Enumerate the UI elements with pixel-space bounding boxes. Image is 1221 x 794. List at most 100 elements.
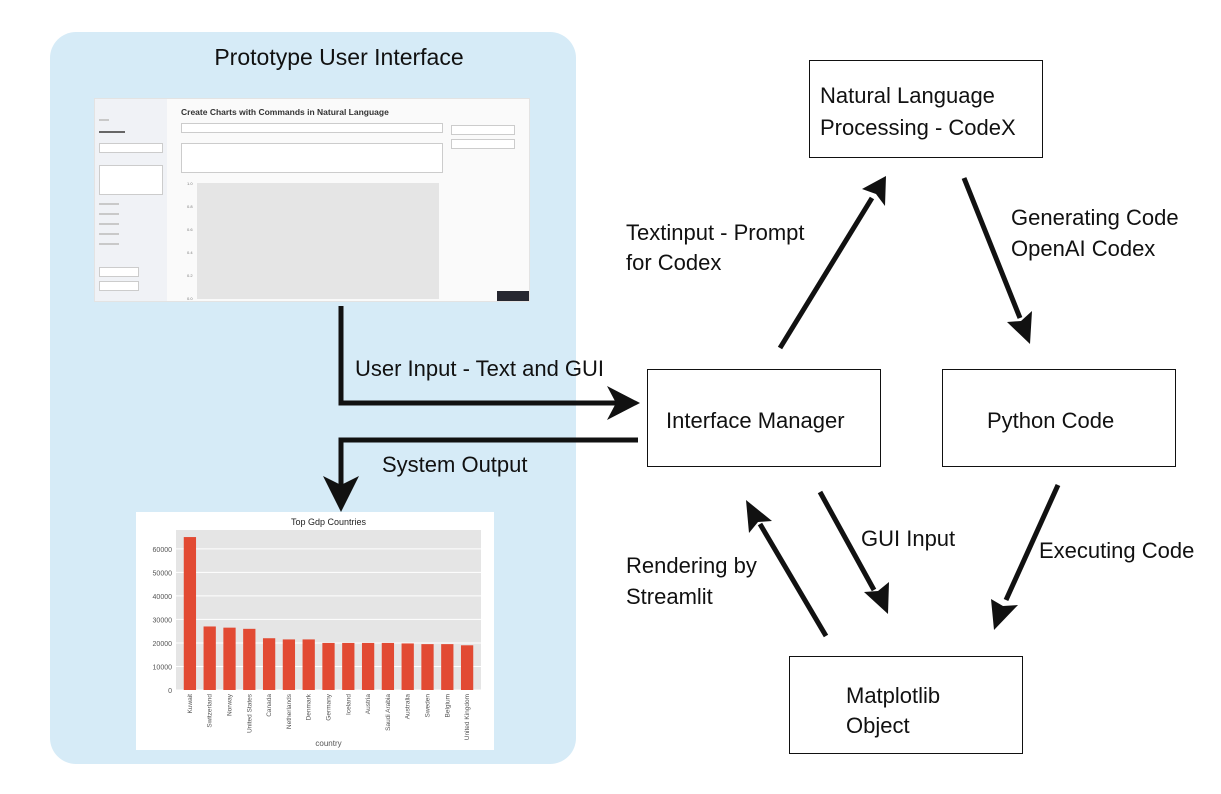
chart-ytick-label: 0	[168, 688, 172, 695]
chart-xtick-label: United Kingdom	[464, 694, 471, 740]
ui-select-y	[451, 139, 515, 149]
ui-select-x	[451, 125, 515, 135]
ui-ytick: 1.0	[187, 181, 193, 186]
matplotlib-line1: Matplotlib	[846, 683, 941, 708]
python-code-label: Python Code	[987, 408, 1115, 433]
chart-xtick-label: United States	[246, 693, 253, 733]
chart-bar	[381, 642, 395, 690]
interface-manager-node: Interface Manager	[647, 369, 881, 467]
chart-xtick-label: Sweden	[425, 694, 432, 718]
chart-bar	[322, 642, 335, 690]
chart-xtick-label: Kuwait	[187, 694, 194, 714]
executing-label: Executing Code	[1039, 538, 1195, 563]
chart-bar	[203, 626, 216, 690]
chart-bar	[223, 627, 236, 690]
nlp-node-line2: Processing - CodeX	[820, 115, 1016, 140]
ui-sidebar-select	[99, 143, 163, 153]
matplotlib-node: Matplotlib Object	[789, 656, 1023, 754]
ui-ytick: 0.8	[187, 204, 193, 209]
chart-ytick-label: 50000	[153, 570, 173, 577]
ui-screenshot-sidebar	[95, 99, 167, 301]
ui-sidebar-row	[99, 213, 119, 215]
ui-ytick: 0.2	[187, 273, 193, 278]
ui-sidebar-row	[99, 203, 119, 205]
chart-xtick-label: Iceland	[345, 694, 352, 715]
rendering-arrowhead	[746, 500, 772, 533]
ui-textarea	[181, 143, 443, 173]
system-output-label: System Output	[382, 452, 528, 477]
rendering-arrow	[757, 522, 829, 638]
chart-xtick-label: Canada	[266, 694, 273, 717]
user-input-arrowhead	[607, 386, 640, 420]
python-code-node: Python Code	[942, 369, 1176, 467]
ui-screenshot-button	[497, 291, 529, 301]
chart-bar	[243, 628, 256, 690]
textinput-label-line2: for Codex	[626, 250, 722, 275]
system-output-arrow	[338, 437, 638, 486]
chart-bar	[361, 642, 375, 690]
chart-ytick-label: 30000	[153, 617, 173, 624]
chart-xtick-label: Belgium	[444, 694, 451, 717]
chart-ytick-label: 60000	[153, 547, 173, 554]
executing-arrow	[1003, 483, 1061, 602]
chart-xtick-label: Norway	[227, 693, 234, 716]
chart-xtick-label: Austria	[365, 694, 372, 715]
chart-bar	[302, 639, 315, 690]
ui-select	[181, 123, 443, 133]
ui-sidebar-button	[99, 281, 139, 291]
chart-bar	[342, 642, 355, 690]
chart-xtick-label: Denmark	[306, 693, 313, 720]
chart-bar	[441, 644, 454, 690]
generating-label-line2: OpenAI Codex	[1011, 236, 1156, 261]
ui-sidebar-uploader	[99, 165, 163, 195]
chart-xtick-label: Saudi Arabia	[385, 694, 392, 731]
ui-ytick: 0.6	[187, 227, 193, 232]
gui-input-label: GUI Input	[861, 526, 956, 551]
nlp-node-line1: Natural Language	[820, 83, 995, 108]
textinput-arrowhead	[862, 176, 886, 206]
ui-screenshot-plot	[197, 183, 439, 299]
nlp-node: Natural Language Processing - CodeX	[809, 60, 1043, 158]
ui-sidebar-row	[99, 223, 119, 225]
ui-sidebar-row	[99, 233, 119, 235]
chart-ytick-label: 20000	[153, 641, 173, 648]
chart-bar	[401, 643, 414, 690]
generating-label-line1: Generating Code	[1011, 205, 1179, 230]
chart-bar	[460, 645, 474, 690]
chart-bar	[421, 644, 434, 690]
ui-sidebar-heading	[99, 131, 125, 133]
ui-checkbox-mark	[99, 119, 109, 121]
chart-xtick-label: Switzerland	[207, 694, 214, 728]
ui-ytick: 0.4	[187, 250, 193, 255]
generating-arrowhead	[1007, 311, 1032, 344]
textinput-arrow	[777, 196, 875, 350]
system-output-arrowhead	[323, 476, 359, 512]
matplotlib-line2: Object	[846, 713, 910, 738]
ui-screenshot-title: Create Charts with Commands in Natural L…	[181, 107, 389, 117]
prototype-title: Prototype User Interface	[214, 44, 464, 70]
gui-input-arrowhead	[864, 582, 889, 614]
chart-bar	[282, 639, 296, 690]
interface-manager-label: Interface Manager	[666, 408, 845, 433]
chart-xtick-label: Australia	[405, 694, 412, 720]
rendering-label-line2: Streamlit	[626, 584, 713, 609]
executing-arrowhead	[991, 599, 1018, 630]
chart-xlabel: country	[315, 739, 341, 748]
ui-sidebar-button	[99, 267, 139, 277]
user-input-arrow	[338, 306, 616, 406]
chart-title: Top Gdp Countries	[291, 517, 367, 527]
textinput-label-line1: Textinput - Prompt	[626, 220, 805, 245]
chart-ytick-label: 40000	[153, 594, 173, 601]
gui-input-arrow	[817, 490, 877, 592]
chart-bar	[183, 537, 197, 690]
user-input-label: User Input - Text and GUI	[355, 356, 605, 381]
chart-xtick-label: Netherlands	[286, 693, 293, 729]
ui-sidebar-row	[99, 243, 119, 245]
chart-xtick-label: Germany	[326, 693, 333, 720]
chart-bar	[262, 638, 276, 690]
rendering-label-line1: Rendering by	[626, 553, 757, 578]
ui-screenshot: Create Charts with Commands in Natural L…	[94, 98, 530, 302]
